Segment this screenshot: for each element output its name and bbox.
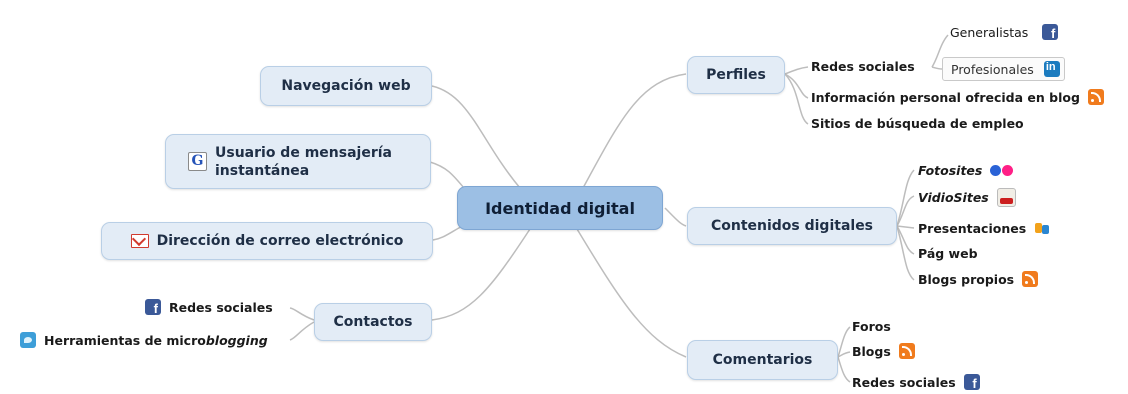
linkedin-icon <box>1043 61 1060 77</box>
node-correo-label: Dirección de correo electrónico <box>156 233 404 249</box>
gmail-icon <box>130 234 149 248</box>
link-comentarios-blogs <box>837 351 851 358</box>
presentation-icon <box>1034 220 1051 236</box>
facebook-icon <box>963 374 980 391</box>
node-comentarios-label: Comentarios <box>712 352 813 368</box>
link-perfiles <box>582 73 687 189</box>
contenidos-fotosites[interactable]: Fotosites <box>918 162 1016 178</box>
comentarios-blogs[interactable]: Blogs <box>852 343 915 359</box>
link-contenidos-pagweb <box>896 225 915 255</box>
contactos-redes-sociales[interactable]: Redes sociales <box>145 299 273 316</box>
link-perfiles-redes <box>784 66 809 75</box>
contenidos-presentaciones[interactable]: Presentaciones <box>918 220 1051 236</box>
link-comentarios-redes <box>837 356 851 383</box>
node-correo[interactable]: Dirección de correo electrónico <box>101 222 433 260</box>
link-comentarios-foros <box>837 326 851 358</box>
central-topic-label: Identidad digital <box>485 198 635 218</box>
perfiles-generalistas-label: Generalistas <box>950 24 1029 40</box>
link-contactos <box>431 228 531 321</box>
perfiles-redes-sociales[interactable]: Redes sociales <box>811 59 915 74</box>
contenidos-pag-web-label: Pág web <box>918 246 978 261</box>
link-contactos-redes <box>289 307 315 321</box>
contenidos-pag-web[interactable]: Pág web <box>918 246 978 261</box>
node-contenidos-digitales-label: Contenidos digitales <box>710 218 874 234</box>
node-navegacion-web-label: Navegación web <box>281 78 411 94</box>
perfiles-info-personal[interactable]: Información personal ofrecida en blog <box>811 89 1104 105</box>
facebook-icon <box>1042 24 1059 41</box>
link-comentarios <box>576 228 687 358</box>
rss-icon <box>1087 89 1104 105</box>
link-contenidos-presentaciones <box>896 225 915 229</box>
youtube-icon <box>996 188 1016 207</box>
link-navegacion <box>431 85 521 189</box>
google-icon: G <box>188 152 207 171</box>
perfiles-info-personal-label: Información personal ofrecida en blog <box>811 89 1080 105</box>
rss-icon <box>1022 271 1039 287</box>
facebook-icon <box>145 299 161 316</box>
contactos-redes-sociales-label: Redes sociales <box>169 299 273 315</box>
comentarios-blogs-label: Blogs <box>852 343 891 359</box>
contenidos-blogs-propios-label: Blogs propios <box>918 271 1015 287</box>
link-redes-profesionales <box>931 66 943 70</box>
perfiles-profesionales[interactable]: Profesionales <box>942 57 1065 81</box>
contenidos-presentaciones-label: Presentaciones <box>918 220 1027 236</box>
twitter-icon <box>20 332 36 348</box>
comentarios-foros[interactable]: Foros <box>852 319 891 334</box>
perfiles-generalistas[interactable]: Generalistas <box>950 24 1059 41</box>
link-perfiles-sitios <box>784 73 809 125</box>
perfiles-sitios-empleo[interactable]: Sitios de búsqueda de empleo <box>811 116 1024 131</box>
contenidos-vidiosites[interactable]: VidioSites <box>918 188 1016 207</box>
node-contenidos-digitales[interactable]: Contenidos digitales <box>687 207 897 245</box>
flickr-icon <box>990 162 1016 178</box>
link-perfiles-info <box>784 73 809 99</box>
node-perfiles[interactable]: Perfiles <box>687 56 785 94</box>
contactos-microblogging-italic: blogging <box>205 332 268 348</box>
link-redes-generalistas <box>931 34 949 68</box>
contenidos-blogs-propios[interactable]: Blogs propios <box>918 271 1039 287</box>
link-contenidos-fotosites <box>896 169 915 227</box>
perfiles-redes-sociales-label: Redes sociales <box>811 59 915 74</box>
contactos-microblogging-label: Herramientas de micro <box>44 332 206 348</box>
link-contenidos <box>664 207 687 227</box>
comentarios-redes-sociales[interactable]: Redes sociales <box>852 374 980 391</box>
comentarios-redes-sociales-label: Redes sociales <box>852 374 956 390</box>
comentarios-foros-label: Foros <box>852 319 891 334</box>
perfiles-sitios-empleo-label: Sitios de búsqueda de empleo <box>811 116 1024 131</box>
node-mensajeria-label: Usuario de mensajería instantánea <box>215 144 392 179</box>
contenidos-vidiosites-label: VidioSites <box>918 190 989 205</box>
node-contactos-label: Contactos <box>333 314 413 330</box>
link-contenidos-vidiosites <box>896 195 915 227</box>
node-contactos[interactable]: Contactos <box>314 303 432 341</box>
node-navegacion-web[interactable]: Navegación web <box>260 66 432 106</box>
link-contactos-micro <box>289 321 315 341</box>
node-perfiles-label: Perfiles <box>706 67 766 83</box>
perfiles-profesionales-label: Profesionales <box>951 61 1034 77</box>
contenidos-fotosites-label: Fotosites <box>918 162 983 178</box>
rss-icon <box>898 343 915 359</box>
node-mensajeria[interactable]: G Usuario de mensajería instantánea <box>165 134 431 189</box>
link-contenidos-blogs <box>896 225 915 281</box>
node-comentarios[interactable]: Comentarios <box>687 340 838 380</box>
central-topic[interactable]: Identidad digital <box>457 186 663 230</box>
